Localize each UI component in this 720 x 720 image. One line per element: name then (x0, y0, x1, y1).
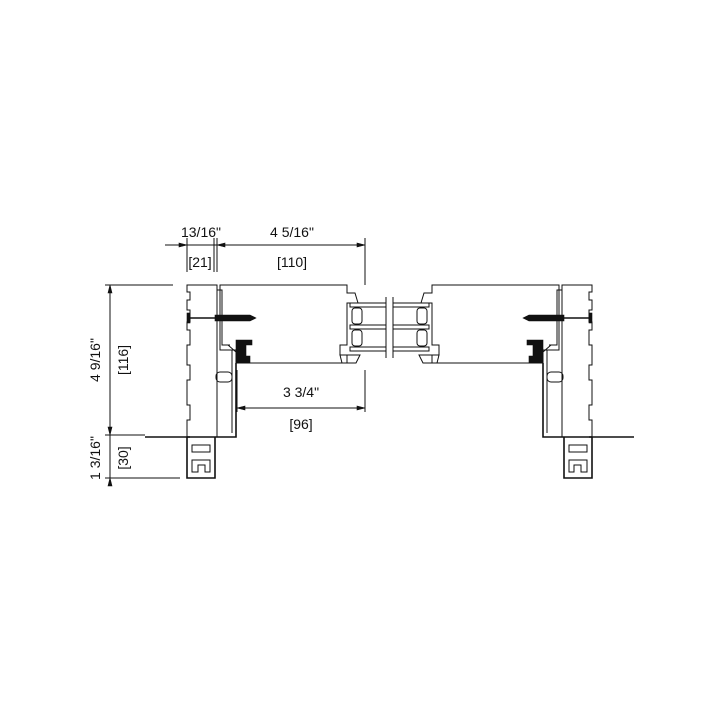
jamb-width-metric: [21] (188, 254, 211, 270)
sash-width-imperial: 4 5/16" (270, 224, 314, 240)
left-frame-section (144, 284, 387, 479)
dimension-lines (105, 238, 366, 482)
dimension-arrows (107, 242, 366, 487)
opening-width-metric: [96] (289, 416, 312, 432)
sill-height-imperial: 1 3/16" (87, 436, 103, 480)
sash-width-metric: [110] (277, 254, 307, 270)
jamb-width-imperial: 13/16" (181, 224, 221, 240)
frame-height-imperial: 4 9/16" (87, 338, 103, 382)
sill-height-metric: [30] (115, 446, 131, 469)
frame-height-metric: [116] (115, 345, 131, 375)
right-frame-section (392, 284, 635, 479)
opening-width-imperial: 3 3/4" (283, 384, 319, 400)
